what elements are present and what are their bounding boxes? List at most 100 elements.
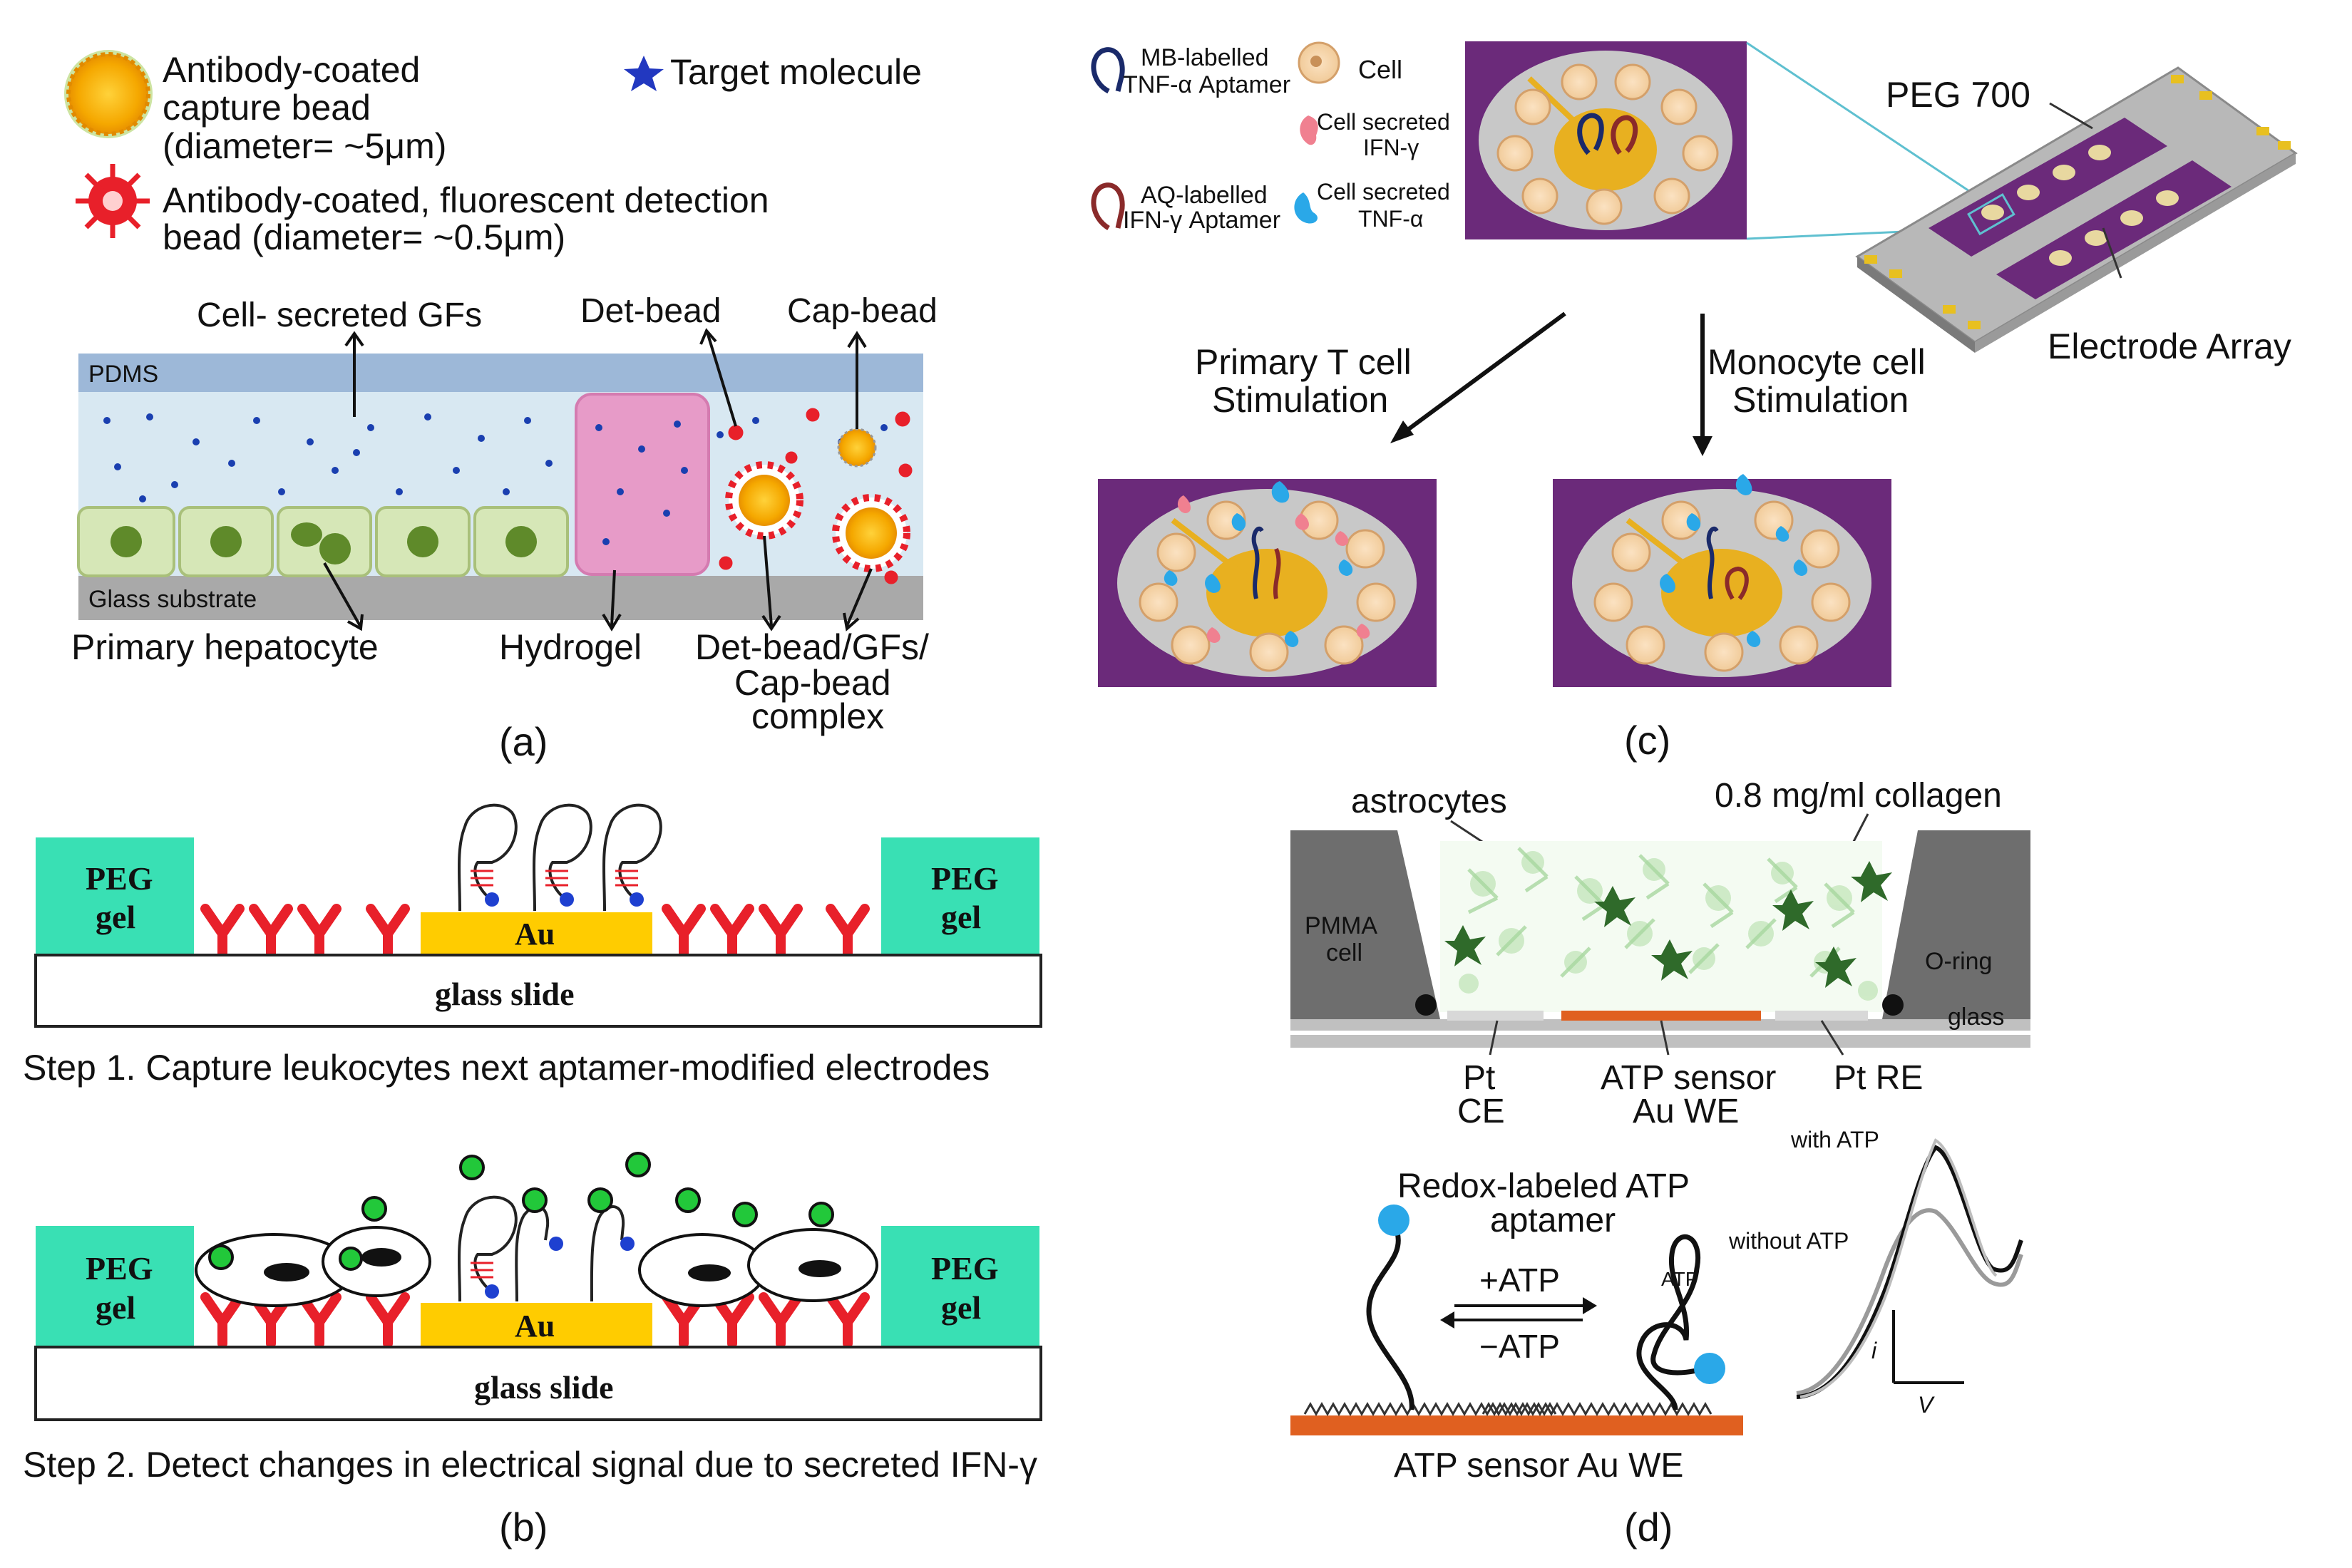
peg2-right-2: gel bbox=[941, 1289, 981, 1326]
unfolded-aptamer bbox=[1366, 1219, 1414, 1410]
label-complex-2: Cap-bead bbox=[734, 663, 891, 703]
axis-v: V bbox=[1918, 1392, 1935, 1418]
au-label-2: Au bbox=[515, 1309, 555, 1343]
legend-detection-line1: Antibody-coated, fluorescent detection bbox=[163, 180, 769, 220]
monocyte-result bbox=[1553, 474, 1891, 687]
det-beads bbox=[719, 408, 913, 584]
label-peg700: PEG 700 bbox=[1886, 75, 2030, 115]
peg2-right-1: PEG bbox=[931, 1250, 999, 1286]
label-aptamer-2: aptamer bbox=[1490, 1202, 1616, 1239]
detection-bead-icon bbox=[76, 164, 150, 238]
atp-sensor-electrode bbox=[1290, 1415, 1743, 1435]
pmma-label-2: cell bbox=[1326, 939, 1362, 966]
mb-aptamer-icon bbox=[1091, 47, 1125, 94]
label-with-atp: with ATP bbox=[1790, 1127, 1879, 1152]
peg-gel-right bbox=[881, 837, 1039, 955]
electrode-zoom bbox=[1465, 41, 1747, 239]
pt-re-electrode bbox=[1775, 1011, 1868, 1021]
glass-slide-label-1: glass slide bbox=[435, 976, 575, 1012]
panel-c: MB-labelled TNF-α Aptamer Cell Cell secr… bbox=[1091, 41, 2298, 763]
label-cell-secreted: Cell- secreted GFs bbox=[197, 296, 482, 334]
legend-capture-line2: capture bead bbox=[163, 88, 371, 128]
step2-diagram: PEG gel PEG gel Au bbox=[34, 1152, 1042, 1421]
astrocyte-shapes bbox=[1444, 847, 1892, 1001]
label-atp-inside: ATP bbox=[1661, 1268, 1698, 1290]
legend-mb-2: TNF-α Aptamer bbox=[1123, 71, 1290, 98]
oring-label: O-ring bbox=[1925, 948, 1992, 975]
aptamers-2 bbox=[457, 1195, 625, 1302]
peg-right-1: PEG bbox=[931, 860, 999, 897]
legend-detection-line2: bead (diameter= ~0.5μm) bbox=[163, 217, 565, 257]
peg-left-2: gel bbox=[96, 899, 135, 935]
tcell-result bbox=[1098, 479, 1437, 687]
voltammogram bbox=[1796, 1138, 2023, 1399]
stimulation-arrows bbox=[1390, 311, 1712, 456]
equilibrium-arrows bbox=[1440, 1297, 1597, 1329]
axes-indicator bbox=[1892, 1310, 1964, 1384]
complex-2 bbox=[832, 494, 910, 572]
label-tcell-1: Primary T cell bbox=[1195, 342, 1412, 382]
glass-label-d: glass bbox=[1948, 1004, 2004, 1031]
label-atp-sensor: ATP sensor bbox=[1601, 1059, 1776, 1097]
label-tcell-2: Stimulation bbox=[1212, 380, 1388, 420]
label-pt-re: Pt RE bbox=[1834, 1059, 1923, 1097]
glass-slide-2 bbox=[34, 1346, 1042, 1421]
label-monocyte-2: Stimulation bbox=[1732, 380, 1909, 420]
peg-gel-right-2 bbox=[881, 1226, 1039, 1347]
panel-a: Antibody-coated capture bead (diameter= … bbox=[64, 50, 938, 764]
pmma-cell bbox=[1290, 830, 2030, 1019]
complex-1 bbox=[725, 461, 803, 540]
hydrogel bbox=[575, 393, 710, 576]
electrode-chip bbox=[1855, 66, 2298, 353]
caption-b: (b) bbox=[499, 1505, 548, 1549]
label-collagen: 0.8 mg/ml collagen bbox=[1715, 777, 2002, 815]
nuclei bbox=[111, 522, 537, 564]
legend-ifn-1: Cell secreted bbox=[1317, 109, 1450, 135]
folded-aptamer bbox=[1636, 1234, 1705, 1410]
legend-capture-line1: Antibody-coated bbox=[163, 50, 420, 90]
axis-i: i bbox=[1871, 1338, 1877, 1363]
label-cap-bead: Cap-bead bbox=[787, 292, 938, 330]
legend-ifn-2: IFN-γ bbox=[1363, 135, 1419, 160]
peg2-left-2: gel bbox=[96, 1289, 135, 1326]
label-plus-atp: +ATP bbox=[1479, 1262, 1560, 1299]
label-complex-1: Det-bead/GFs/ bbox=[695, 627, 929, 667]
redox-labels-1 bbox=[485, 892, 644, 907]
caption-c: (c) bbox=[1624, 718, 1670, 763]
peg-right-2: gel bbox=[941, 899, 981, 935]
glass-slide-1 bbox=[34, 954, 1042, 1028]
capture-bead-icon bbox=[64, 50, 153, 138]
legend-tnf-2: TNF-α bbox=[1358, 206, 1423, 232]
step1-text: Step 1. Capture leukocytes next aptamer-… bbox=[23, 1048, 990, 1088]
legend-cell: Cell bbox=[1358, 55, 1402, 84]
legend-tnf-1: Cell secreted bbox=[1317, 179, 1450, 205]
label-aptamer-1: Redox-labeled ATP bbox=[1397, 1167, 1690, 1205]
label-minus-atp: −ATP bbox=[1479, 1328, 1560, 1365]
peg-left-1: PEG bbox=[86, 860, 153, 897]
leukocyte-nuclei bbox=[264, 1248, 841, 1281]
atp-au-we bbox=[1561, 1011, 1761, 1021]
panel-d: astrocytes 0.8 mg/ml collagen bbox=[1290, 777, 2030, 1549]
label-hydrogel: Hydrogel bbox=[499, 627, 642, 667]
caption-d: (d) bbox=[1624, 1505, 1673, 1549]
step2-text: Step 2. Detect changes in electrical sig… bbox=[23, 1445, 1037, 1485]
au-electrode-2 bbox=[421, 1303, 652, 1347]
redox-label-unfolded bbox=[1378, 1205, 1409, 1236]
aptamers-1 bbox=[457, 803, 662, 912]
glass-substrate bbox=[78, 576, 923, 620]
label-hepatocyte: Primary hepatocyte bbox=[71, 627, 379, 667]
redox-label-folded bbox=[1694, 1353, 1725, 1384]
label-complex-3: complex bbox=[751, 696, 884, 736]
pmma-label-1: PMMA bbox=[1305, 912, 1377, 939]
label-electrode-array: Electrode Array bbox=[2048, 326, 2291, 366]
label-pt: Pt bbox=[1463, 1059, 1495, 1097]
annotation-arrows bbox=[323, 328, 873, 631]
legend-aq-1: AQ-labelled bbox=[1141, 182, 1268, 209]
peg-gel-left-2 bbox=[36, 1226, 194, 1347]
monolayer bbox=[1303, 1401, 1712, 1417]
ifn-gamma-molecules bbox=[208, 1152, 834, 1271]
oring-left bbox=[1415, 994, 1437, 1016]
au-label-1: Au bbox=[515, 917, 555, 951]
label-monocyte-1: Monocyte cell bbox=[1707, 342, 1926, 382]
redox-labels-2 bbox=[485, 1237, 635, 1299]
